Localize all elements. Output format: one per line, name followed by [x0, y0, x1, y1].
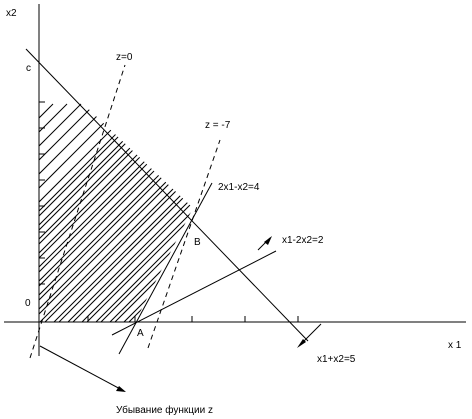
origin-label: 0: [25, 298, 31, 309]
line-2x1-minus-x2-eq-4: [118, 182, 213, 355]
line-x1-minus-2x2-eq-2: [111, 250, 277, 336]
label-2x1-minus-x2-eq-4: 2x1-x2=4: [218, 182, 260, 193]
label-z-eq-0: z=0: [116, 52, 133, 63]
point-label-c: c: [26, 63, 31, 74]
arrow-z-decrease: [39, 345, 125, 392]
point-label-b: B: [194, 237, 201, 248]
point-label-a: A: [137, 328, 144, 339]
line-x1-plus-x2-eq-5: [25, 48, 309, 342]
label-x1-minus-2x2-eq-2: x1-2x2=2: [282, 235, 324, 246]
arrowhead-z-decrease: [116, 386, 126, 392]
x-axis-ticks: [87, 316, 299, 322]
x-axis-label: x 1: [448, 340, 462, 351]
y-axis-ticks: [39, 101, 45, 285]
arrowhead-x1-plus-x2: [297, 339, 306, 348]
label-z-eq-minus-7: z = -7: [205, 120, 231, 131]
y-axis-label: x2: [6, 8, 17, 19]
line-z-eq-minus-7: [147, 139, 221, 349]
feasible-region-hatching-2: [39, 62, 193, 322]
caption-z-decrease: Убывание функции z: [116, 404, 213, 416]
label-x1-plus-x2-eq-5: x1+x2=5: [317, 354, 356, 365]
arrowhead-x1-minus-2x2: [264, 236, 272, 245]
line-z-eq-0: [29, 64, 126, 359]
